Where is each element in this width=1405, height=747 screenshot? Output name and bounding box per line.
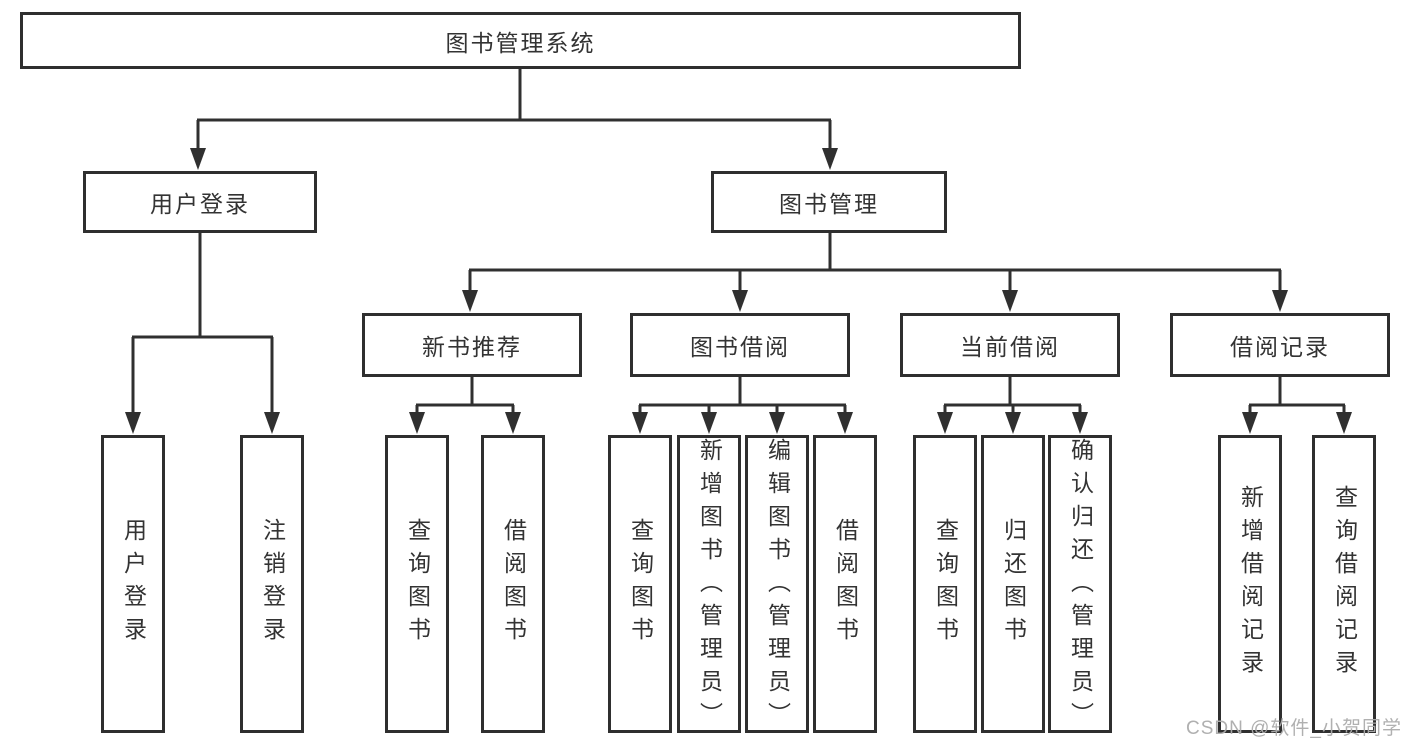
node-root-label: 图书管理系统 (445, 29, 596, 56)
node-new-book-recommend-label: 新书推荐 (422, 334, 522, 360)
leaf-confirm-return-admin: 确认归还（管理员） (1048, 435, 1112, 735)
node-current-borrow: 当前借阅 (900, 313, 1120, 377)
leaf-borrow-books-recommend-label: 借阅图书 (500, 518, 527, 650)
node-book-management-branch: 图书管理 (711, 171, 947, 233)
node-user-login-branch-label: 用户登录 (150, 191, 250, 217)
node-user-login-branch: 用户登录 (83, 171, 317, 233)
leaf-query-books-current-label: 查询图书 (932, 518, 959, 650)
leaf-logout-label: 注销登录 (259, 518, 286, 650)
node-root: 图书管理系统 (20, 12, 1021, 69)
node-new-book-recommend: 新书推荐 (362, 313, 582, 377)
leaf-confirm-return-admin-label: 确认归还（管理员） (1067, 438, 1094, 735)
leaf-edit-books-admin-label: 编辑图书（管理员） (764, 438, 791, 735)
leaf-edit-books-admin: 编辑图书（管理员） (745, 435, 809, 735)
connector-borrow-to-leaves (632, 377, 853, 434)
node-borrow-records: 借阅记录 (1170, 313, 1390, 377)
leaf-query-books-recommend-label: 查询图书 (404, 518, 431, 650)
leaf-query-borrow-record: 查询借阅记录 (1312, 435, 1376, 733)
node-book-borrow-label: 图书借阅 (690, 334, 790, 360)
csdn-watermark: CSDN @软件_小贺同学 (1186, 718, 1402, 739)
leaf-borrow-books-label: 借阅图书 (832, 518, 859, 650)
leaf-return-books: 归还图书 (981, 435, 1045, 733)
leaf-user-login-label: 用户登录 (120, 518, 147, 650)
leaf-query-books-borrow: 查询图书 (608, 435, 672, 733)
connector-root-to-level2 (190, 68, 838, 170)
leaf-return-books-label: 归还图书 (1000, 518, 1027, 650)
leaf-query-books-recommend: 查询图书 (385, 435, 449, 733)
connector-mgmt-to-level3 (462, 233, 1288, 312)
leaf-add-borrow-record-label: 新增借阅记录 (1237, 485, 1264, 683)
leaf-borrow-books-recommend: 借阅图书 (481, 435, 545, 733)
connector-newbook-to-leaves (409, 377, 521, 434)
leaf-add-books-admin: 新增图书（管理员） (677, 435, 741, 735)
leaf-logout: 注销登录 (240, 435, 304, 733)
node-current-borrow-label: 当前借阅 (960, 334, 1060, 360)
leaf-query-books-current: 查询图书 (913, 435, 977, 733)
leaf-query-borrow-record-label: 查询借阅记录 (1331, 485, 1358, 683)
leaf-query-books-borrow-label: 查询图书 (627, 518, 654, 650)
node-book-management-branch-label: 图书管理 (779, 191, 879, 217)
leaf-add-books-admin-label: 新增图书（管理员） (696, 438, 723, 735)
connector-login-to-leaves (125, 233, 280, 434)
connector-records-to-leaves (1242, 377, 1352, 434)
leaf-borrow-books: 借阅图书 (813, 435, 877, 733)
connector-current-to-leaves (937, 377, 1088, 434)
leaf-add-borrow-record: 新增借阅记录 (1218, 435, 1282, 733)
node-borrow-records-label: 借阅记录 (1230, 334, 1330, 360)
leaf-user-login: 用户登录 (101, 435, 165, 733)
node-book-borrow: 图书借阅 (630, 313, 850, 377)
